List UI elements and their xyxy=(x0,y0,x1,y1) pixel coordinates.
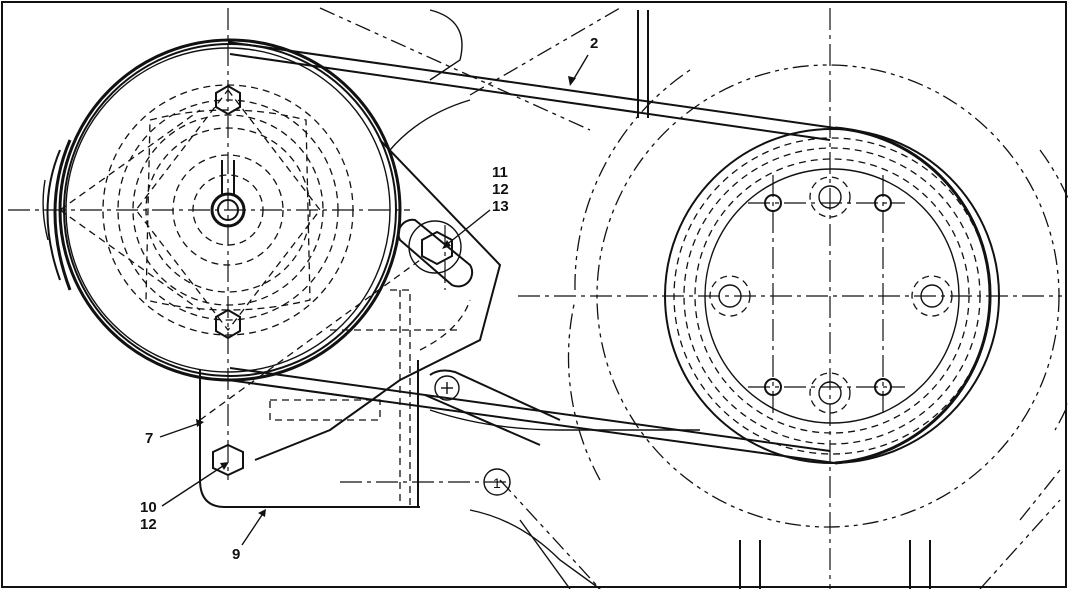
callout-1: 1 xyxy=(493,475,501,491)
callout-9: 9 xyxy=(232,546,240,563)
callout-2: 2 xyxy=(590,35,598,52)
callout-7: 7 xyxy=(145,430,153,447)
callout-12-lower: 12 xyxy=(140,516,157,533)
callout-11: 11 xyxy=(492,164,508,181)
callout-10: 10 xyxy=(140,499,157,516)
callout-1-circle xyxy=(483,468,511,496)
drive-belt xyxy=(227,41,992,465)
tension-strap xyxy=(424,369,700,446)
alternator xyxy=(8,8,510,483)
frame-lines xyxy=(319,7,1061,589)
callouts: 2 11 12 13 7 10 12 9 1 xyxy=(140,35,598,563)
callout-13: 13 xyxy=(492,198,509,215)
callout-12-upper: 12 xyxy=(492,181,509,198)
